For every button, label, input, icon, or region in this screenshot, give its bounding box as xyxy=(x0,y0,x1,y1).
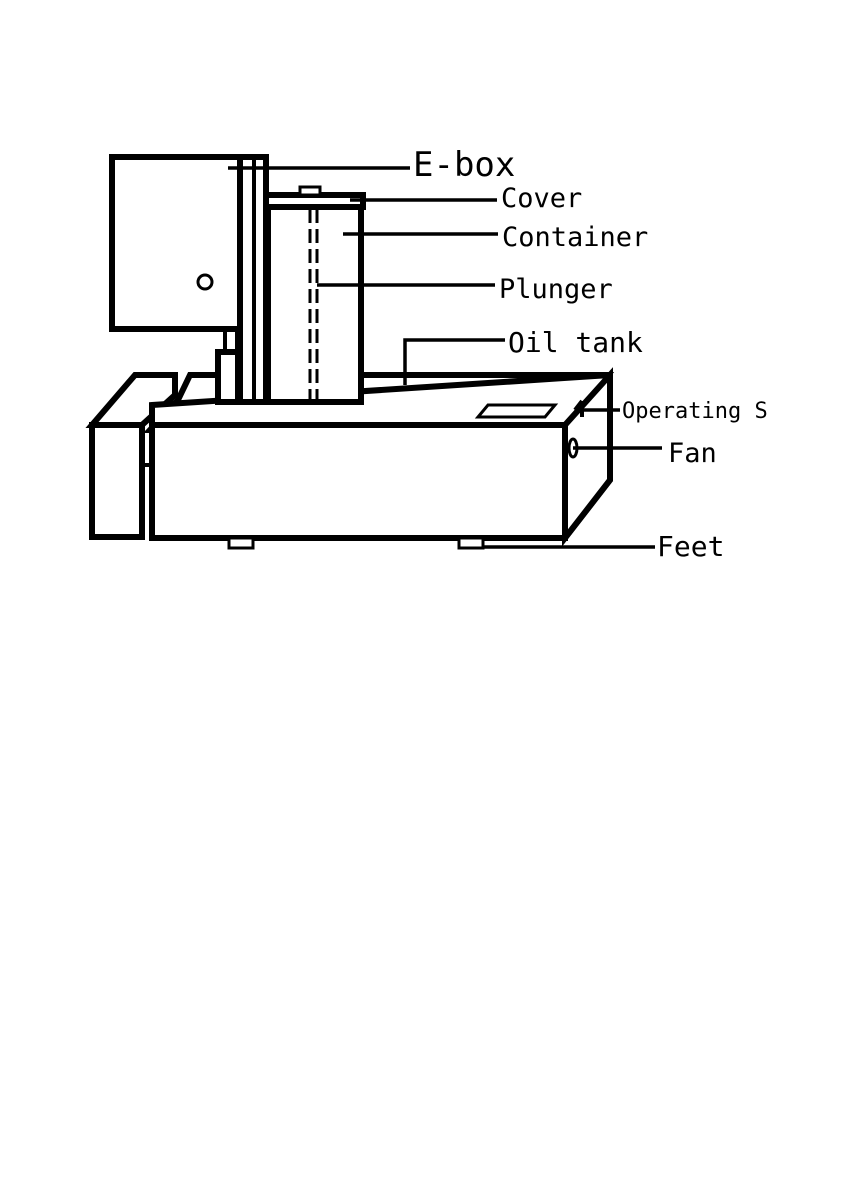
label-oil-tank: Oil tank xyxy=(508,326,643,359)
cover xyxy=(266,187,363,207)
label-e-box: E-box xyxy=(413,145,515,185)
label-cover: Cover xyxy=(501,183,582,214)
label-plunger: Plunger xyxy=(499,274,613,305)
container xyxy=(268,207,361,402)
label-feet: Feet xyxy=(657,530,724,563)
actuator-cylinder xyxy=(218,330,238,402)
label-fan: Fan xyxy=(668,438,717,469)
e-box xyxy=(112,157,240,329)
support-post xyxy=(240,157,266,402)
label-operating-s: Operating S xyxy=(622,399,768,424)
label-container: Container xyxy=(502,222,648,253)
